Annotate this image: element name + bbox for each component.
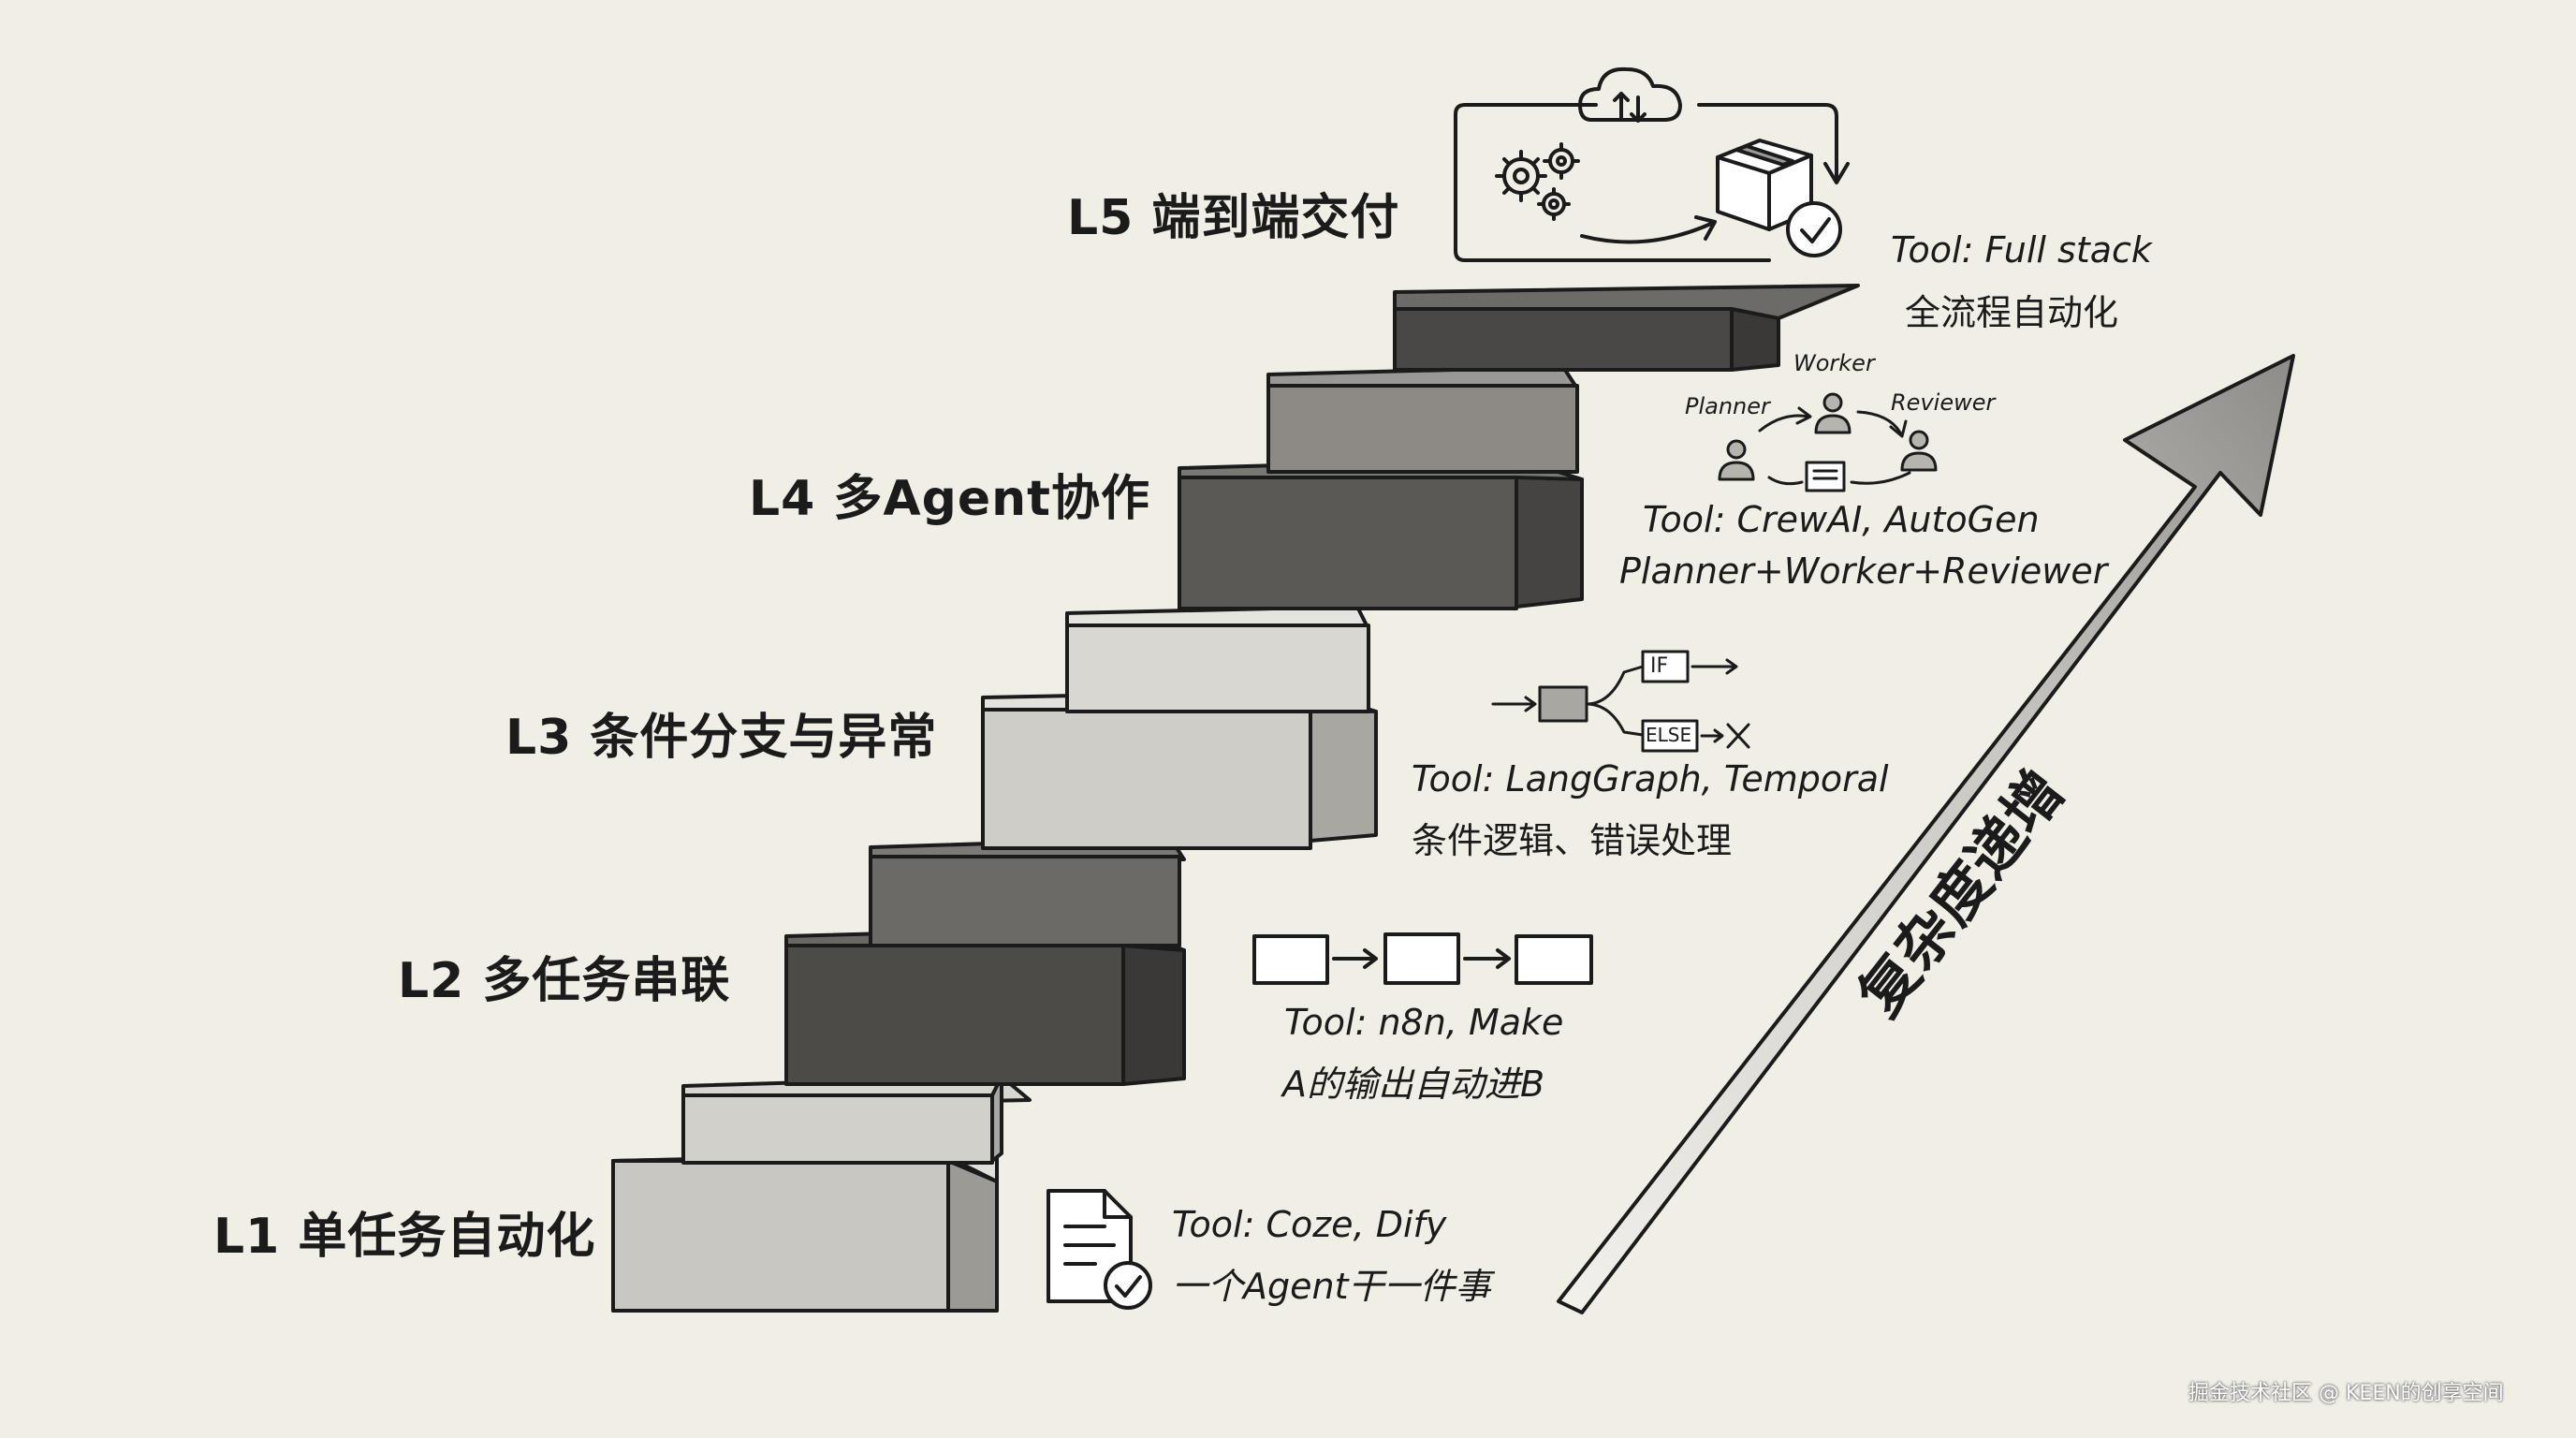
worker-role-label: Worker (1793, 350, 1875, 376)
complexity-arrow (1557, 354, 2295, 1314)
level-1-tool: Tool: Coze, Dify (1172, 1204, 1447, 1245)
reviewer-role-label: Reviewer (1891, 389, 1996, 416)
l4-collaboration-icon (1718, 392, 1938, 492)
l2-chain-icon (1252, 932, 1593, 985)
level-3-desc: 条件逻辑、错误处理 (1412, 820, 1733, 861)
step-l3-light (981, 689, 1378, 850)
step-l4-upper (1266, 365, 1579, 474)
l3-branch-icon (1491, 650, 1750, 753)
process-box-icon (1538, 685, 1588, 723)
step-l5-top (1393, 284, 1860, 372)
level-1-desc: 一个Agent干一件事 (1172, 1266, 1491, 1307)
staircase (611, 284, 1860, 1313)
worker-person-icon (1814, 392, 1852, 434)
cross-icon (1726, 723, 1750, 749)
level-1-label: L1 单任务自动化 (213, 1209, 596, 1265)
step-l2-upper (869, 836, 1186, 947)
level-4-desc: Planner+Worker+Reviewer (1619, 550, 2108, 592)
reviewer-person-icon (1900, 430, 1938, 472)
level-4-label: L4 多Agent协作 (749, 471, 1151, 527)
level-5-tool: Tool: Full stack (1891, 229, 2152, 271)
level-2-tool: Tool: n8n, Make (1284, 1002, 1564, 1043)
if-branch-label: IF (1650, 654, 1669, 678)
document-icon (1805, 461, 1846, 492)
level-5-desc: 全流程自动化 (1905, 292, 2119, 333)
level-2-label: L2 多任务串联 (398, 953, 731, 1009)
check-circle-icon (1104, 1261, 1152, 1310)
l1-document-icon (1046, 1189, 1152, 1310)
level-4-tool: Tool: CrewAI, AutoGen (1643, 499, 2040, 540)
else-branch-label: ELSE (1646, 724, 1692, 746)
step-l4-dark (1178, 457, 1584, 610)
step-l2-dark (784, 925, 1186, 1086)
level-3-tool: Tool: LangGraph, Temporal (1412, 758, 1889, 800)
package-icon (1716, 139, 1813, 231)
step-l3-upper (1065, 605, 1370, 713)
cloud-icon (1578, 66, 1682, 122)
step-l1-upper (681, 1075, 1032, 1165)
check-circle-icon (1786, 201, 1842, 257)
level-5-label: L5 端到端交付 (1067, 190, 1400, 246)
l5-pipeline-icon (1454, 66, 1850, 262)
step-l1-lower (611, 1152, 999, 1313)
level-2-desc: A的输出自动进B (1282, 1064, 1545, 1105)
level-3-label: L3 条件分支与异常 (505, 710, 938, 766)
watermark: 掘金技术社区 @ KEEN的创享空间 (2188, 1382, 2504, 1405)
planner-person-icon (1718, 439, 1755, 481)
planner-role-label: Planner (1685, 393, 1770, 419)
